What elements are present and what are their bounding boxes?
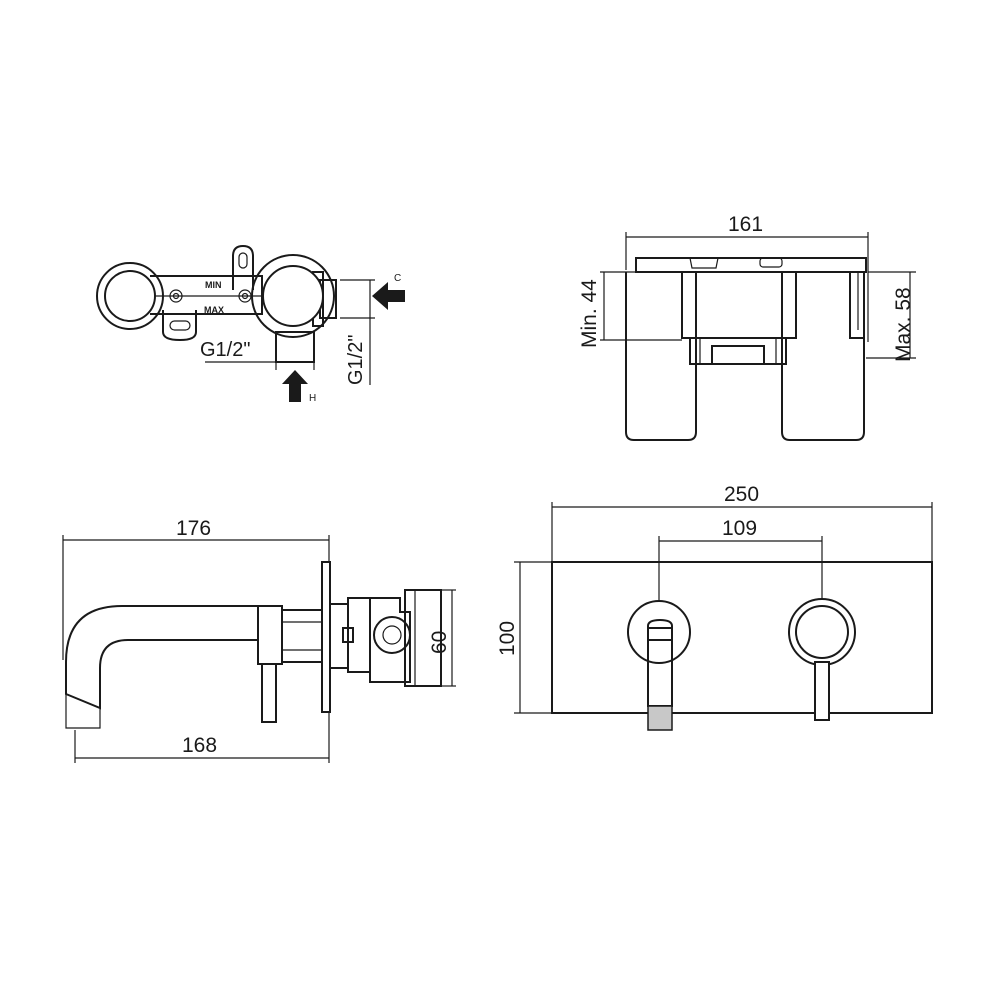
body-height-label: 60 (428, 631, 451, 654)
total-length-label: 176 (176, 517, 211, 540)
plate-height-label: 100 (496, 621, 519, 656)
plate-width-label: 250 (724, 483, 759, 506)
thread-side-label: G1/2" (345, 335, 367, 385)
depth-width-label: 161 (728, 213, 763, 236)
centers-label: 109 (722, 517, 757, 540)
depth-view: 161 Min. 44 Max. 58 (578, 213, 916, 441)
hot-arrow-icon (282, 370, 308, 402)
min-label: MIN (205, 280, 222, 290)
max-depth-label: Max. 58 (892, 287, 915, 362)
min-depth-label: Min. 44 (578, 279, 601, 348)
max-label: MAX (204, 305, 224, 315)
hot-label: H (309, 393, 316, 404)
cold-arrow-icon (372, 282, 405, 310)
front-view: 250 109 100 (496, 483, 933, 731)
cold-label: C (394, 273, 401, 284)
side-view: 176 60 168 (62, 517, 456, 763)
spout-length-label: 168 (182, 734, 217, 757)
thread-bottom-label: G1/2" (200, 339, 250, 361)
inlet-view: MIN MAX G1/2" G1/2" C H (96, 244, 405, 404)
